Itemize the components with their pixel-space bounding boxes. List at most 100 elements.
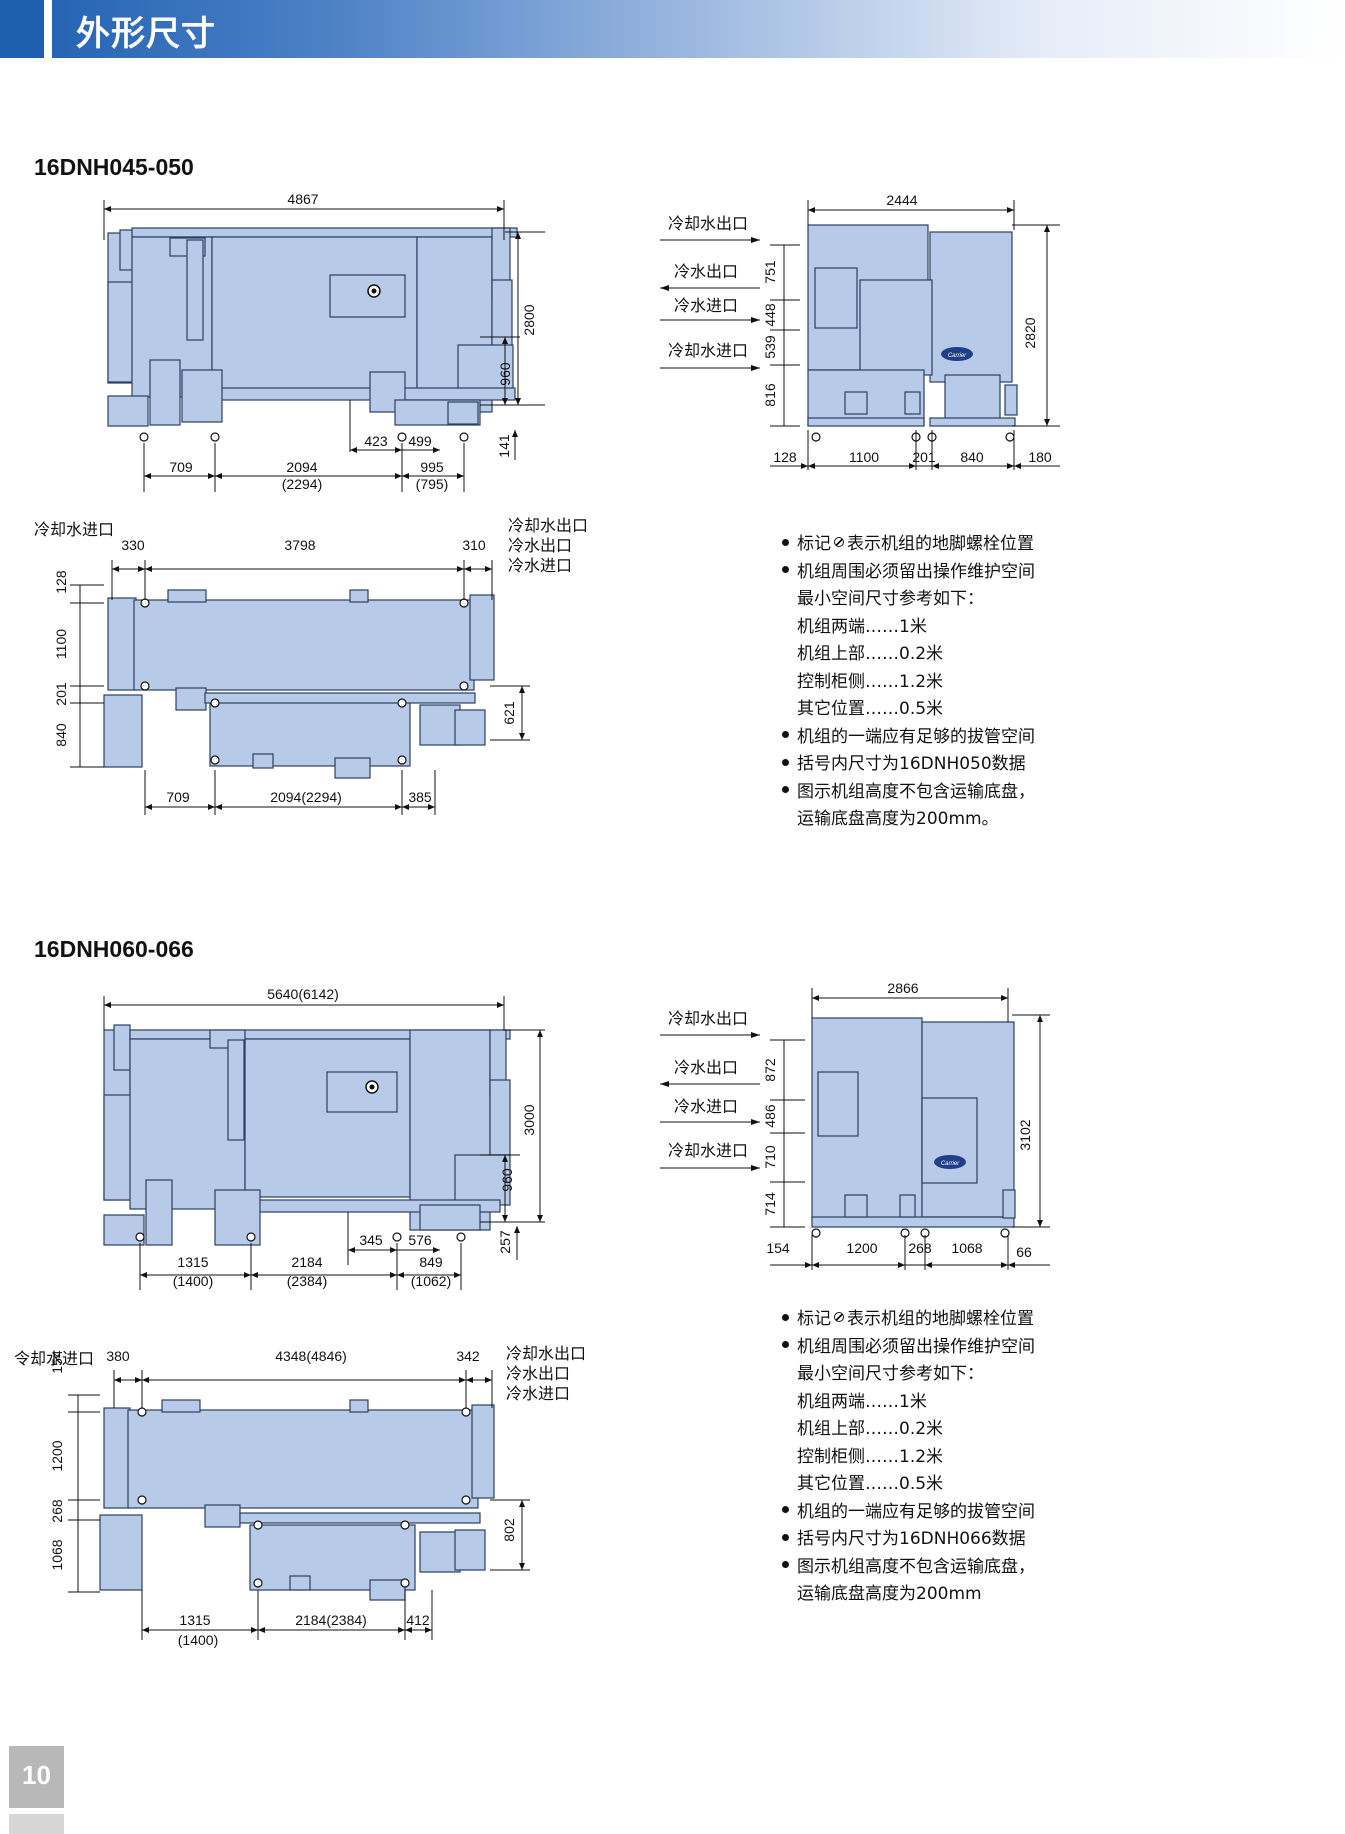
dim-576: 576 bbox=[408, 1232, 432, 1248]
dim-plan-1100: 1100 bbox=[53, 629, 69, 659]
dim-side-180: 180 bbox=[1028, 449, 1052, 465]
dim-side-154: 154 bbox=[766, 1240, 790, 1256]
dim-plan-342: 342 bbox=[456, 1348, 480, 1364]
dim-plan-201: 201 bbox=[53, 682, 69, 706]
svg-text:Carrier: Carrier bbox=[948, 353, 967, 359]
dim-plan-621: 621 bbox=[501, 701, 517, 725]
dim-height: 2800 bbox=[521, 304, 537, 335]
dim-plan-3798: 3798 bbox=[284, 537, 315, 553]
plan-label-chilled-out: 冷水出口 bbox=[508, 536, 572, 555]
dim-side-1200: 1200 bbox=[846, 1240, 877, 1256]
dim-side-128: 128 bbox=[773, 449, 797, 465]
dim-plan-310: 310 bbox=[462, 537, 486, 553]
dim-849-alt: (1062) bbox=[411, 1273, 451, 1289]
dim-plan-1068: 1068 bbox=[49, 1539, 65, 1570]
plan-label-cooling-in: 冷却水进口 bbox=[34, 520, 114, 539]
side-label-cooling-out-060: 冷却水出口 bbox=[668, 1009, 748, 1028]
dim-995: 995 bbox=[420, 459, 444, 475]
dim-plan-802: 802 bbox=[501, 1518, 517, 1542]
section-title-045-050: 16DNH045-050 bbox=[34, 154, 194, 180]
bullet-icon bbox=[782, 1341, 789, 1348]
dim-816: 816 bbox=[762, 383, 778, 407]
note-bolt: 标记表示机组的地脚螺栓位置 bbox=[782, 1306, 1035, 1334]
bullet-icon bbox=[782, 786, 789, 793]
note-clearance-sub: 最小空间尺寸参考如下： bbox=[797, 1364, 984, 1384]
dim-2184: 2184 bbox=[291, 1254, 322, 1270]
note-clearance-ends: 机组两端……1米 bbox=[797, 616, 927, 637]
plan-label-chilled-in: 冷水进口 bbox=[508, 556, 572, 575]
bullet-icon bbox=[782, 1313, 789, 1321]
plan-label-chilled-out-060: 冷水出口 bbox=[506, 1364, 570, 1383]
dim-345: 345 bbox=[359, 1232, 383, 1248]
note-clearance-top: 机组上部……0.2米 bbox=[797, 1419, 944, 1439]
plan-label-chilled-in-060: 冷水进口 bbox=[506, 1384, 570, 1403]
note-tube-pull: 机组的一端应有足够的拔管空间 bbox=[782, 724, 1035, 752]
dim-plan-154: 154 bbox=[49, 1350, 65, 1374]
bullet-icon bbox=[782, 731, 789, 738]
dim-995-alt: (795) bbox=[416, 476, 449, 492]
dim-499: 499 bbox=[408, 433, 432, 449]
dim-423: 423 bbox=[364, 433, 388, 449]
dim-height-060: 3000 bbox=[521, 1104, 537, 1135]
dim-257: 257 bbox=[497, 1230, 513, 1254]
bullet-icon bbox=[782, 566, 789, 573]
side-view-060: Carrier bbox=[660, 980, 1050, 1270]
dim-side-840: 840 bbox=[960, 449, 984, 465]
side-label-cooling-out: 冷却水出口 bbox=[668, 214, 748, 233]
dim-side-201: 201 bbox=[912, 449, 936, 465]
dim-plan-412: 412 bbox=[406, 1612, 430, 1628]
front-view-045: 4867 2800 960 141 423 499 709 2094 (2294… bbox=[103, 191, 545, 492]
side-label-cooling-in-060: 冷却水进口 bbox=[668, 1141, 748, 1160]
bullet-icon bbox=[782, 538, 789, 546]
note-clearance: 机组周围必须留出操作维护空间 bbox=[782, 559, 1035, 587]
dim-141: 141 bbox=[496, 434, 512, 458]
dim-2094-alt: (2294) bbox=[282, 476, 322, 492]
page-tab-strip bbox=[9, 1814, 64, 1834]
bolt-marker-icon bbox=[834, 537, 844, 547]
bullet-icon bbox=[782, 1561, 789, 1568]
note-bracket: 括号内尺寸为16DNH066数据 bbox=[782, 1526, 1035, 1554]
svg-text:Carrier: Carrier bbox=[941, 1161, 960, 1167]
dim-side-66: 66 bbox=[1016, 1244, 1032, 1260]
dim-448: 448 bbox=[762, 303, 778, 327]
side-view-045: Carrier bbox=[660, 192, 1060, 470]
dim-2094: 2094 bbox=[286, 459, 317, 475]
dim-plan-4348: 4348(4846) bbox=[275, 1348, 347, 1364]
dim-plan-2094: 2094(2294) bbox=[270, 789, 342, 805]
bolt-marker-icon bbox=[834, 1312, 844, 1322]
dim-710: 710 bbox=[762, 1145, 778, 1169]
side-label-chilled-in-060: 冷水进口 bbox=[674, 1097, 738, 1116]
dim-side-width: 2444 bbox=[886, 192, 917, 208]
note-clearance-panel: 控制柜侧……1.2米 bbox=[797, 671, 944, 692]
note-bolt: 标记表示机组的地脚螺栓位置 bbox=[782, 531, 1035, 559]
note-height-skid: 运输底盘高度为200mm bbox=[797, 1584, 982, 1604]
dim-side-height-060: 3102 bbox=[1017, 1119, 1033, 1150]
page-number: 10 bbox=[22, 1760, 51, 1790]
bullet-icon bbox=[782, 1533, 789, 1541]
dim-side-width-060: 2866 bbox=[887, 980, 918, 996]
dim-539: 539 bbox=[762, 335, 778, 359]
plan-view-060: 令却水进口 冷却水出口 冷水出口 冷水进口 380 4348(4846) 342… bbox=[14, 1344, 586, 1648]
dim-plan-1315-alt: (1400) bbox=[178, 1632, 218, 1648]
dim-plan-380: 380 bbox=[106, 1348, 130, 1364]
dim-1315: 1315 bbox=[177, 1254, 208, 1270]
header-accent-block bbox=[0, 0, 50, 58]
note-clearance-top: 机组上部……0.2米 bbox=[797, 644, 944, 664]
dim-side-1100: 1100 bbox=[849, 449, 879, 465]
dim-plan-268: 268 bbox=[49, 1499, 65, 1523]
plan-label-cooling-in-060: 令却水进口 bbox=[14, 1349, 94, 1368]
page-number-tab bbox=[9, 1746, 64, 1808]
dim-plan-1315: 1315 bbox=[179, 1612, 210, 1628]
note-clearance: 机组周围必须留出操作维护空间 bbox=[782, 1334, 1035, 1362]
note-bracket: 括号内尺寸为16DNH050数据 bbox=[782, 751, 1035, 779]
note-height-skid: 运输底盘高度为200mm。 bbox=[797, 809, 999, 829]
plan-label-cooling-out-060: 冷却水出口 bbox=[506, 1344, 586, 1363]
dim-960: 960 bbox=[497, 362, 513, 386]
bullet-icon bbox=[782, 1506, 789, 1513]
notes-060-066: 标记表示机组的地脚螺栓位置 机组周围必须留出操作维护空间 最小空间尺寸参考如下：… bbox=[782, 1306, 1035, 1609]
dim-714: 714 bbox=[762, 1192, 778, 1216]
note-clearance-other: 其它位置……0.5米 bbox=[797, 699, 944, 719]
header-band bbox=[0, 0, 1345, 58]
dim-plan-330: 330 bbox=[121, 537, 145, 553]
